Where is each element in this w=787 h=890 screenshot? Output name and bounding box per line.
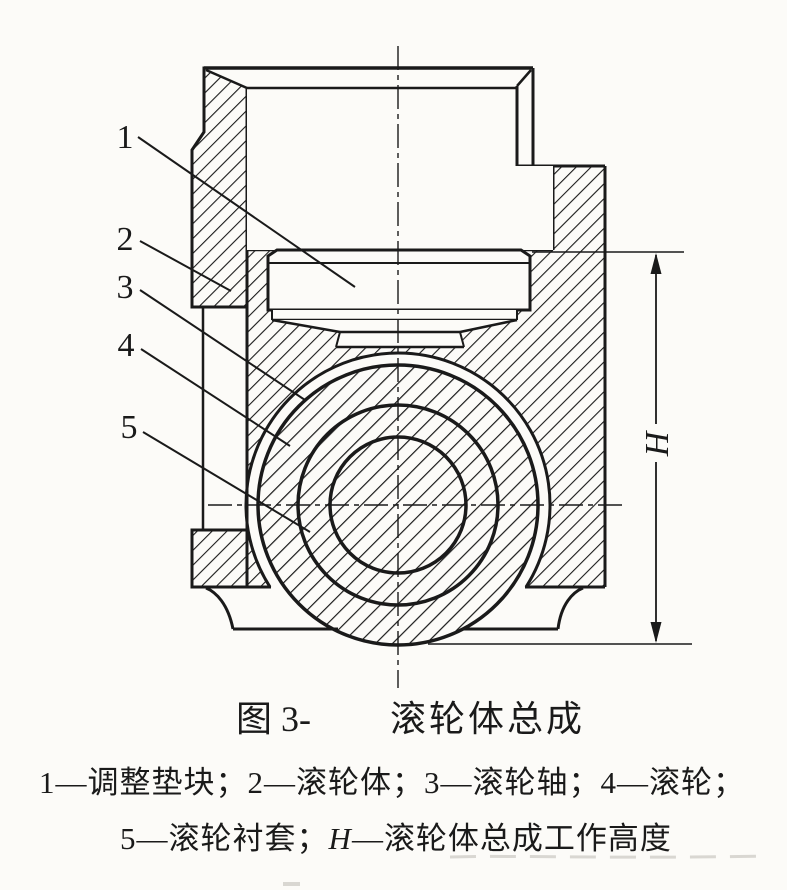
legend-line-1: 1—调整垫块；2—滚轮体；3—滚轮轴；4—滚轮； [39, 765, 745, 800]
upper-cavity [247, 88, 553, 250]
scan-smudge-line [449, 854, 771, 859]
leader-line-1 [137, 136, 356, 288]
top-band [204, 68, 533, 88]
arrowhead-down-icon [650, 622, 662, 643]
neck-right-side [459, 331, 465, 348]
height-dimension-label: H [639, 429, 676, 457]
top-left-chamfer [205, 68, 248, 90]
leader-line-3 [139, 289, 306, 401]
callout-number-3: 3 [117, 269, 134, 306]
height-dimension-group: H [428, 251, 692, 645]
legend-line-2-symbol: H [328, 821, 353, 856]
leader-line-4 [140, 348, 291, 447]
neck-left-slant [271, 318, 341, 334]
top-right-chamfer [516, 69, 532, 87]
left-foot-fillet [205, 586, 235, 630]
leader-line-5 [142, 431, 311, 533]
callout-number-5: 5 [121, 409, 138, 446]
seat-neck [272, 320, 517, 347]
figure-number: 图 3- [236, 699, 311, 739]
callout-number-1: 1 [117, 119, 134, 156]
upper-box-group [204, 66, 553, 250]
neck-left-side [335, 331, 341, 348]
neck-right-slant [459, 318, 518, 334]
left-foot-block-section [190, 528, 249, 589]
arrowhead-up-icon [650, 253, 662, 274]
shim-lower-band [272, 310, 517, 320]
callout-number-4: 4 [118, 327, 135, 364]
legend-line-2-suffix: —滚轮体总成工作高度 [351, 821, 672, 856]
scan-artifacts [283, 854, 771, 886]
right-foot-fillet [556, 586, 584, 630]
leader-line-2 [139, 240, 232, 292]
figure-title: 滚轮体总成 [390, 699, 585, 739]
callout-number-2: 2 [117, 221, 134, 258]
legend-line-2: 5—滚轮衬套；H—滚轮体总成工作高度 [120, 821, 672, 856]
legend-line-2-prefix: 5—滚轮衬套； [120, 821, 329, 856]
callouts-group: 1 2 3 4 5 [117, 119, 356, 533]
caption-group: 图 3- 滚轮体总成 1—调整垫块；2—滚轮体；3—滚轮轴；4—滚轮； 5—滚轮… [39, 699, 745, 856]
centerlines [208, 46, 624, 688]
shim-block [266, 248, 532, 312]
adjusting-shim-group [266, 248, 532, 349]
